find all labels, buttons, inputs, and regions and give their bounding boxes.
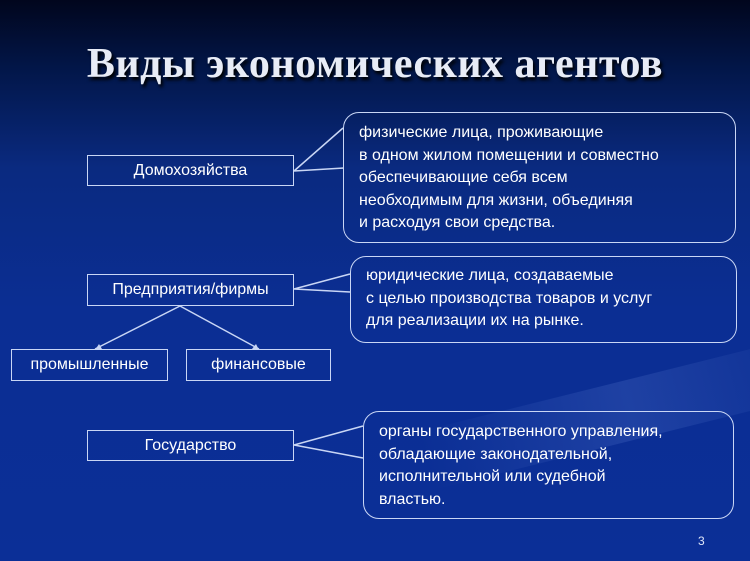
agent-box-firms: Предприятия/фирмы [87, 274, 294, 306]
agent-label: Домохозяйства [133, 161, 248, 179]
arrowhead-left-icon [95, 344, 102, 350]
agent-label: Предприятия/фирмы [112, 281, 269, 298]
subtype-label: промышленные [30, 356, 149, 373]
definition-line: обеспечивающие себя всем [359, 169, 568, 186]
subtype-box-industrial: промышленные [11, 349, 168, 381]
callout-tail-state [293, 425, 364, 459]
definition-line: физические лица, проживающие [359, 124, 604, 141]
definition-line: с целью производства товаров и услуг [366, 289, 653, 307]
definition-line: органы государственного управления, [379, 423, 663, 440]
agent-label: Государство [144, 436, 237, 454]
subtype-box-financial: финансовые [186, 349, 331, 381]
arrowhead-right-icon [252, 344, 259, 350]
definition-line: необходимым для жизни, объединяя [359, 191, 633, 209]
definition-bubble-firms: юридические лица, создаваемые с целью пр… [350, 256, 737, 343]
subtype-arrows [94, 305, 260, 350]
agent-box-state: Государство [87, 430, 294, 461]
subtype-label: финансовые [211, 356, 306, 373]
definition-line: властью. [379, 490, 446, 508]
page-number: 3 [698, 534, 705, 548]
definition-line: юридические лица, создаваемые [366, 267, 614, 284]
callout-tail-households [293, 127, 345, 172]
agent-box-households: Домохозяйства [87, 155, 294, 186]
definition-bubble-state: органы государственного управления, обла… [363, 411, 734, 519]
definition-line: обладающие законодательной, [379, 445, 613, 463]
definition-bubble-households: физические лица, проживающие в одном жил… [343, 112, 736, 243]
definition-line: для реализации их на рынке. [366, 312, 584, 329]
definition-line: и расходуя свои средства. [359, 214, 556, 231]
callout-tail-firms [293, 273, 351, 293]
slide-title: Виды экономических агентов [86, 41, 664, 87]
definition-line: исполнительной или судебной [379, 468, 606, 485]
definition-line: в одном жилом помещении и совместно [359, 146, 659, 164]
